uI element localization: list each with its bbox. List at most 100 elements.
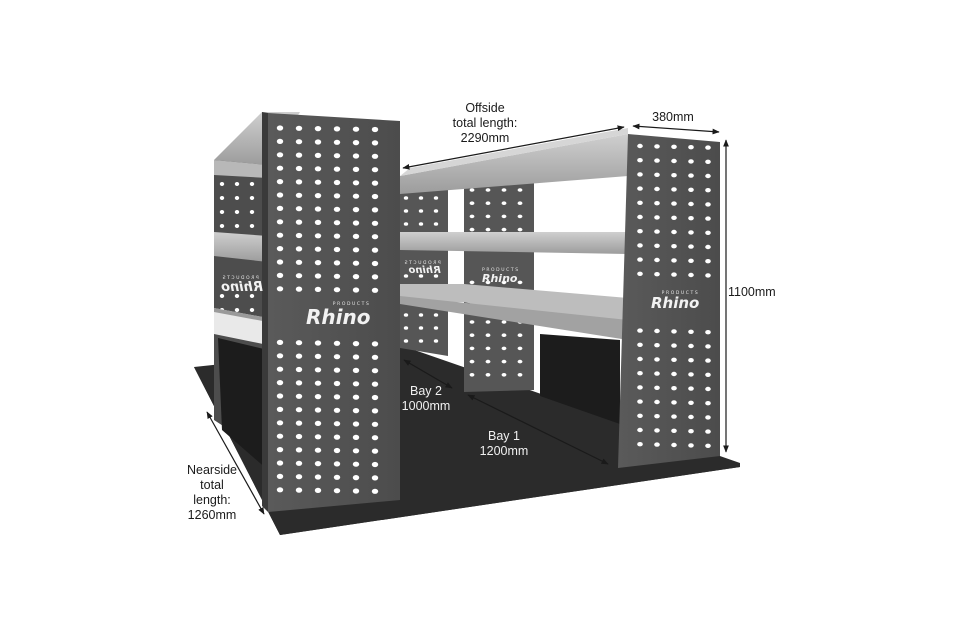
perforation-hole bbox=[352, 166, 360, 172]
perforation-hole bbox=[314, 206, 322, 212]
perforation-hole bbox=[371, 140, 379, 146]
perforation-hole bbox=[654, 257, 660, 263]
perforation-hole bbox=[418, 222, 424, 226]
front-panel-logo: PRODUCTS Rhino bbox=[306, 302, 370, 327]
perforation-hole bbox=[671, 173, 677, 178]
perforation-hole bbox=[469, 320, 475, 324]
perforation-hole bbox=[501, 201, 507, 205]
perforation-hole bbox=[352, 274, 360, 280]
perforation-hole bbox=[485, 346, 491, 351]
perforation-hole bbox=[485, 201, 491, 205]
rear-mid-logo: PRODUCTS Rhino bbox=[482, 268, 520, 284]
perforation-hole bbox=[654, 328, 660, 334]
perforation-hole bbox=[637, 214, 643, 220]
perforation-hole bbox=[688, 201, 694, 207]
perforation-hole bbox=[314, 367, 322, 373]
bay2-line-1: Bay 2 bbox=[410, 384, 442, 398]
perforation-hole bbox=[276, 286, 284, 292]
perforation-hole bbox=[705, 230, 711, 235]
perforation-hole bbox=[705, 330, 711, 335]
perforation-hole bbox=[314, 487, 322, 493]
perforation-hole bbox=[314, 286, 322, 292]
perforation-hole bbox=[654, 172, 660, 177]
perforation-hole bbox=[654, 215, 660, 220]
front-left-panel bbox=[268, 113, 400, 512]
perforation-hole bbox=[501, 333, 507, 338]
perforation-hole bbox=[688, 187, 694, 192]
perforation-hole bbox=[469, 359, 475, 364]
perforation-hole bbox=[403, 274, 409, 278]
perforation-hole bbox=[705, 159, 711, 164]
perforation-hole bbox=[314, 219, 322, 225]
perforation-hole bbox=[314, 407, 322, 413]
perforation-hole bbox=[637, 200, 643, 205]
perforation-hole bbox=[469, 227, 475, 232]
perforation-hole bbox=[314, 380, 322, 386]
perforation-hole bbox=[352, 126, 360, 132]
perforation-hole bbox=[688, 159, 694, 164]
perforation-hole bbox=[403, 196, 409, 200]
perforation-hole bbox=[671, 187, 677, 192]
perforation-hole bbox=[276, 366, 284, 372]
perforation-hole bbox=[295, 246, 303, 252]
perforation-hole bbox=[688, 216, 694, 221]
perforation-hole bbox=[371, 435, 379, 441]
perforation-hole bbox=[249, 294, 255, 298]
perforation-hole bbox=[688, 343, 694, 349]
perforation-hole bbox=[352, 381, 360, 387]
perforation-hole bbox=[517, 346, 523, 351]
perforation-hole bbox=[671, 442, 677, 448]
perforation-hole bbox=[371, 247, 379, 253]
perforation-hole bbox=[501, 359, 507, 364]
perforation-hole bbox=[688, 386, 694, 391]
right-upright-logo: PRODUCTS Rhino bbox=[651, 291, 699, 311]
perforation-hole bbox=[433, 313, 439, 317]
perforation-hole bbox=[314, 139, 322, 145]
perforation-hole bbox=[234, 182, 240, 186]
perforation-hole bbox=[295, 407, 303, 413]
perforation-hole bbox=[352, 367, 360, 373]
perforation-hole bbox=[219, 182, 225, 186]
perforation-hole bbox=[501, 373, 507, 377]
perforation-hole bbox=[371, 408, 379, 414]
perforation-hole bbox=[671, 357, 677, 362]
perforation-hole bbox=[314, 394, 322, 400]
perforation-hole bbox=[333, 354, 341, 360]
height-label: 1100mm bbox=[728, 285, 788, 300]
perforation-hole bbox=[276, 433, 284, 439]
bay2-line-2: 1000mm bbox=[401, 399, 451, 413]
perforation-hole bbox=[688, 145, 694, 150]
perforation-hole bbox=[705, 202, 711, 207]
perforation-hole bbox=[295, 460, 303, 466]
perforation-hole bbox=[637, 442, 643, 447]
perforation-hole bbox=[333, 380, 341, 387]
perforation-hole bbox=[295, 206, 303, 212]
perforation-hole bbox=[314, 260, 322, 266]
perforation-hole bbox=[637, 399, 643, 404]
perforation-hole bbox=[314, 353, 322, 359]
perforation-hole bbox=[371, 421, 379, 427]
perforation-hole bbox=[688, 400, 694, 405]
perforation-hole bbox=[705, 273, 711, 278]
perforation-hole bbox=[295, 179, 303, 185]
perforation-hole bbox=[705, 358, 711, 363]
perforation-hole bbox=[688, 230, 694, 235]
perforation-hole bbox=[469, 214, 475, 219]
perforation-hole bbox=[276, 473, 284, 479]
perforation-hole bbox=[276, 393, 284, 399]
perforation-hole bbox=[333, 421, 341, 427]
perforation-hole bbox=[705, 401, 711, 406]
perforation-hole bbox=[276, 219, 284, 225]
perforation-hole bbox=[371, 488, 379, 494]
perforation-hole bbox=[485, 359, 491, 364]
perforation-hole bbox=[276, 487, 284, 493]
perforation-hole bbox=[671, 201, 677, 206]
perforation-hole bbox=[469, 201, 475, 205]
perforation-hole bbox=[517, 373, 523, 377]
perforation-hole bbox=[517, 214, 523, 219]
perforation-hole bbox=[418, 196, 424, 200]
perforation-hole bbox=[295, 380, 303, 386]
offside-length-label: Offside total length: 2290mm bbox=[440, 101, 530, 146]
perforation-hole bbox=[352, 341, 360, 347]
nearside-length-label: Nearside total length: 1260mm bbox=[180, 463, 244, 523]
